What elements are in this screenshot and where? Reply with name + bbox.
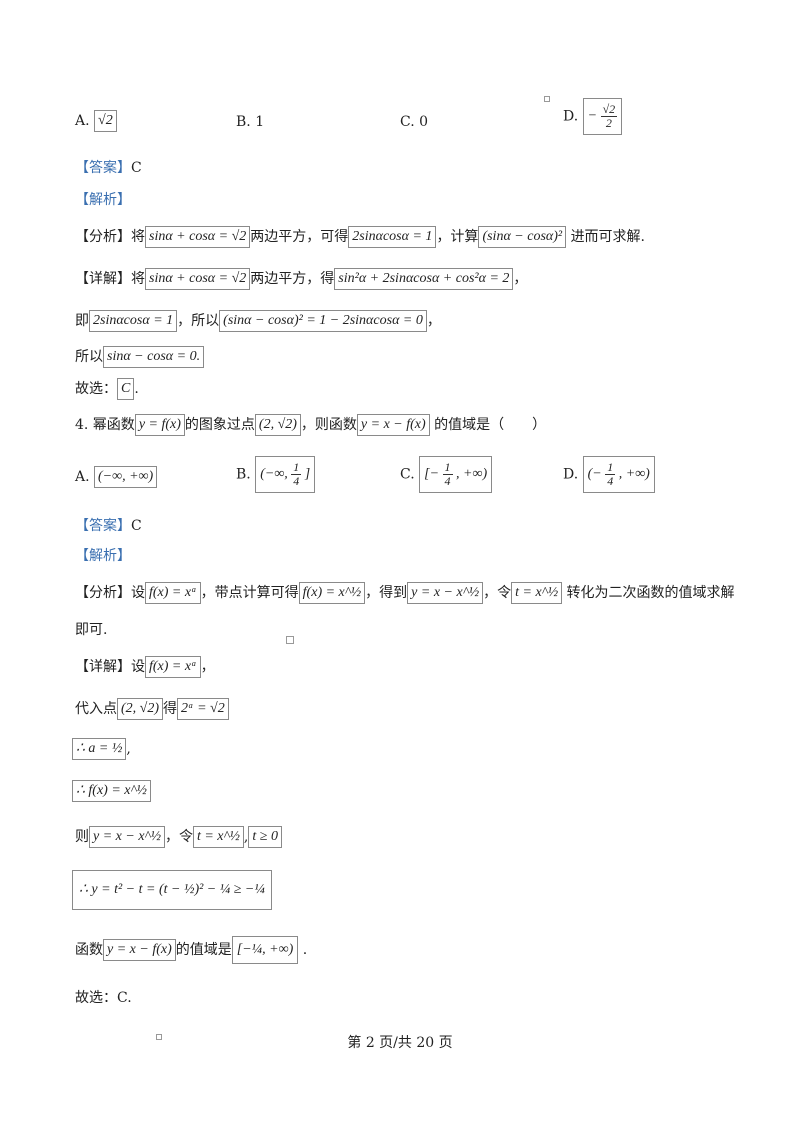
math-box: sin²α + 2sinαcosα + cos²α = 2 [334, 268, 514, 290]
q3-option-a: A. √2 [75, 110, 117, 132]
q4-analysis-heading: 【解析】 [75, 548, 131, 564]
q4-xiangjie-line-4: ∴ f(x) = x^½ [72, 780, 151, 802]
q4-choose: 故选：C. [75, 990, 132, 1006]
math-box: 2ᵃ = √2 [177, 698, 229, 720]
math-box: (2, √2) [117, 698, 164, 720]
math-box: y = x − x^½ [89, 826, 165, 848]
placeholder-mark [156, 1034, 162, 1040]
math-box: f(x) = x^½ [298, 582, 366, 604]
q4-xiangjie-line-3: ∴ a = ½, [72, 738, 131, 760]
math-box: sinα − cosα = 0. [103, 346, 205, 368]
math-box: 2sinαcosα = 1 [348, 226, 437, 248]
math-box: y = f(x) [134, 414, 185, 436]
math-box: f(x) = xᵃ [145, 656, 201, 678]
math-box: y = x − x^½ [407, 582, 484, 604]
q3-choose: 故选：C. [75, 378, 139, 400]
math-box: ∴ y = t² − t = (t − ½)² − ¼ ≥ −¼ [72, 870, 272, 910]
math-box: C [117, 378, 135, 400]
math-box: sinα + cosα = √2 [145, 268, 251, 290]
math-box: sinα + cosα = √2 [145, 226, 251, 248]
math-box: ∴ a = ½ [72, 738, 127, 760]
math-box: t = x^½ [511, 582, 563, 604]
math-box: (sinα − cosα)² = 1 − 2sinαcosα = 0 [219, 310, 427, 332]
math-box: (sinα − cosα)² [478, 226, 567, 248]
page-footer: 第 2 页/共 20 页 [347, 1035, 453, 1051]
math-box: f(x) = xᵃ [145, 582, 201, 604]
math-box: t = x^½ [192, 826, 244, 848]
q4-xiangjie-line-6: ∴ y = t² − t = (t − ½)² − ¼ ≥ −¼ [72, 870, 272, 910]
q3-answer: 【答案】C [75, 160, 142, 176]
q3-option-c: C. 0 [400, 114, 429, 130]
q4-fenxi-tail: 即可. [75, 622, 108, 638]
math-box: √2 [94, 110, 117, 132]
math-box: (2, √2) [254, 414, 301, 436]
math-box: ∴ f(x) = x^½ [72, 780, 151, 802]
q4-answer: 【答案】C [75, 518, 142, 534]
placeholder-mark [544, 96, 550, 102]
math-box: (−∞, +∞) [94, 466, 158, 488]
q3-option-b: B. 1 [236, 114, 265, 130]
math-box: t ≥ 0 [248, 826, 282, 848]
math-box: 2sinαcosα = 1 [89, 310, 178, 332]
q4-option-a: A. (−∞, +∞) [75, 466, 158, 488]
q3-analysis-heading: 【解析】 [75, 192, 131, 208]
math-box: y = x − f(x) [356, 414, 430, 436]
math-box: [−¼, +∞) [231, 936, 299, 964]
math-box: y = x − f(x) [103, 939, 176, 961]
placeholder-mark [286, 636, 294, 644]
